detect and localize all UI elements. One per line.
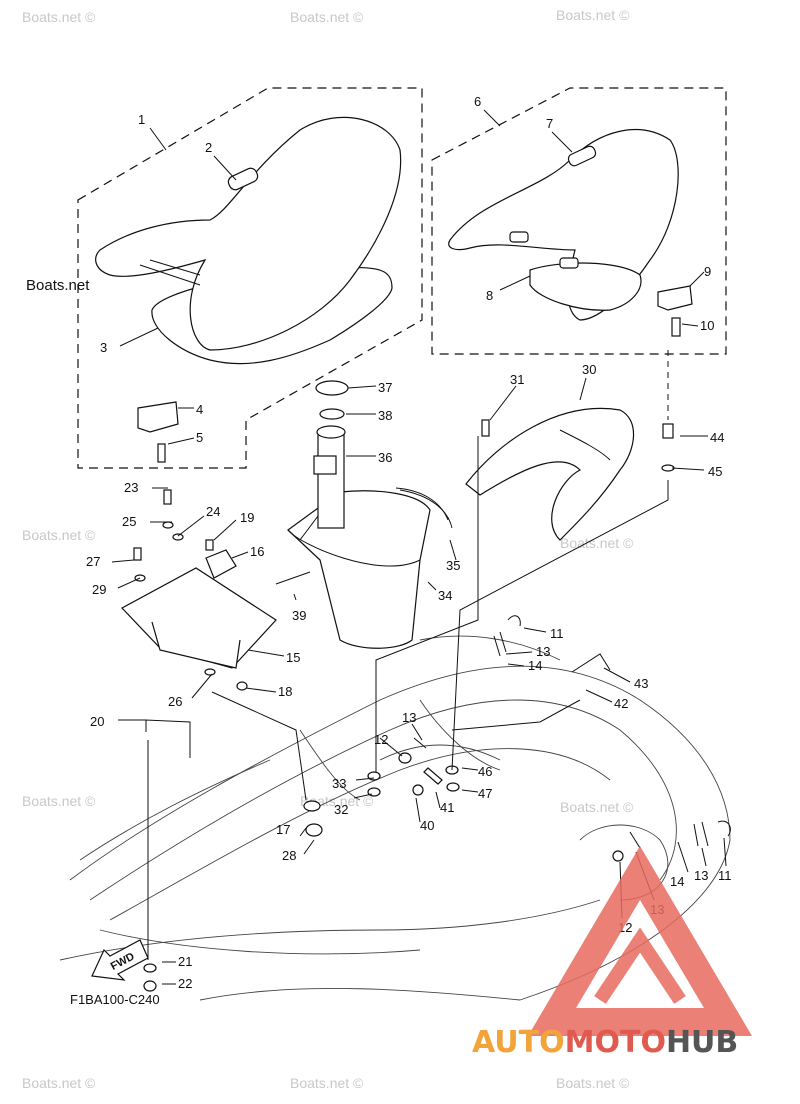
watermark: Boats.net © <box>22 9 96 25</box>
label-21: 21 <box>178 954 192 969</box>
label-46: 46 <box>478 764 492 779</box>
label-28: 28 <box>282 848 296 863</box>
automotohub-logo: AUTOMOTOHUB <box>472 846 752 1060</box>
logo-part-hub: HUB <box>666 1025 738 1060</box>
label-41: 41 <box>440 800 454 815</box>
label-31: 31 <box>510 372 524 387</box>
label-15: 15 <box>286 650 300 665</box>
clamp-16 <box>205 549 237 579</box>
label-7: 7 <box>546 116 553 131</box>
label-3: 3 <box>100 340 107 355</box>
bolt-10 <box>671 317 681 337</box>
label-23: 23 <box>124 480 138 495</box>
label-13d: 13 <box>402 710 416 725</box>
label-44: 44 <box>710 430 724 445</box>
bracket-9 <box>657 285 693 311</box>
label-45: 45 <box>708 464 722 479</box>
group-box-1 <box>77 87 423 469</box>
label-43: 43 <box>634 676 648 691</box>
label-14b: 14 <box>670 874 684 889</box>
storage-bin <box>287 489 453 649</box>
clip-11b <box>717 820 731 837</box>
label-26: 26 <box>168 694 182 709</box>
label-10: 10 <box>700 318 714 333</box>
gasket-38 <box>319 408 345 420</box>
watermark: Boats.net © <box>560 799 634 815</box>
label-35: 35 <box>446 558 460 573</box>
label-22: 22 <box>178 976 192 991</box>
watermark: Boats.net © <box>22 793 96 809</box>
label-2: 2 <box>205 140 212 155</box>
clip-11 <box>507 615 521 627</box>
label-36: 36 <box>378 450 392 465</box>
label-30: 30 <box>582 362 596 377</box>
fasteners <box>133 419 675 992</box>
label-42: 42 <box>614 696 628 711</box>
grab-handle <box>465 408 635 541</box>
label-14: 14 <box>528 658 542 673</box>
strap-35 <box>395 487 449 521</box>
label-13: 13 <box>536 644 550 659</box>
hull-outline <box>59 635 731 1001</box>
label-37: 37 <box>378 380 392 395</box>
label-11b: 11 <box>718 868 732 883</box>
label-4: 4 <box>196 402 203 417</box>
fwd-arrow: FWD <box>91 939 149 981</box>
label-34: 34 <box>438 588 452 603</box>
watermark: Boats.net © <box>22 527 96 543</box>
label-13c: 13 <box>694 868 708 883</box>
label-27: 27 <box>86 554 100 569</box>
label-6: 6 <box>474 94 481 109</box>
label-11: 11 <box>550 626 564 641</box>
watermark: Boats.net © <box>290 1075 364 1091</box>
logo-part-auto: AUTO <box>472 1025 565 1060</box>
cap-37 <box>315 380 349 396</box>
u-bolt-43 <box>571 653 611 673</box>
label-32: 32 <box>334 802 348 817</box>
front-seat <box>95 116 402 365</box>
label-16: 16 <box>250 544 264 559</box>
rear-seat <box>448 129 679 321</box>
tray-15 <box>121 567 277 669</box>
watermark: Boats.net © <box>556 1075 630 1091</box>
leader-lines <box>111 109 727 985</box>
label-33: 33 <box>332 776 346 791</box>
label-9: 9 <box>704 264 711 279</box>
label-19: 19 <box>240 510 254 525</box>
svg-text:AUTOMOTOHUB: AUTOMOTOHUB <box>472 1025 738 1060</box>
diagram-code: F1BA100-C240 <box>70 992 160 1007</box>
label-12: 12 <box>374 732 388 747</box>
label-39: 39 <box>292 608 306 623</box>
label-38: 38 <box>378 408 392 423</box>
watermark: Boats.net © <box>290 9 364 25</box>
bracket-4 <box>137 401 179 433</box>
u-bolt-20 <box>145 719 191 758</box>
filler-pipe <box>313 425 346 529</box>
watermark: Boats.net © <box>556 7 630 23</box>
label-18: 18 <box>278 684 292 699</box>
label-1: 1 <box>138 112 145 127</box>
rivet-39 <box>275 571 311 585</box>
part-labels: 1 2 3 4 5 6 7 8 9 10 11 12 13 14 15 16 1… <box>86 94 732 991</box>
watermark-dark: Boats.net <box>26 277 90 294</box>
watermark: Boats.net © <box>22 1075 96 1091</box>
label-40: 40 <box>420 818 434 833</box>
label-47: 47 <box>478 786 492 801</box>
label-17: 17 <box>276 822 290 837</box>
group-box-6 <box>431 87 727 355</box>
bolt-5 <box>157 443 166 463</box>
label-20: 20 <box>90 714 104 729</box>
label-25: 25 <box>122 514 136 529</box>
label-29: 29 <box>92 582 106 597</box>
logo-part-moto: MOTO <box>565 1025 666 1060</box>
label-8: 8 <box>486 288 493 303</box>
label-24: 24 <box>206 504 220 519</box>
label-5: 5 <box>196 430 203 445</box>
